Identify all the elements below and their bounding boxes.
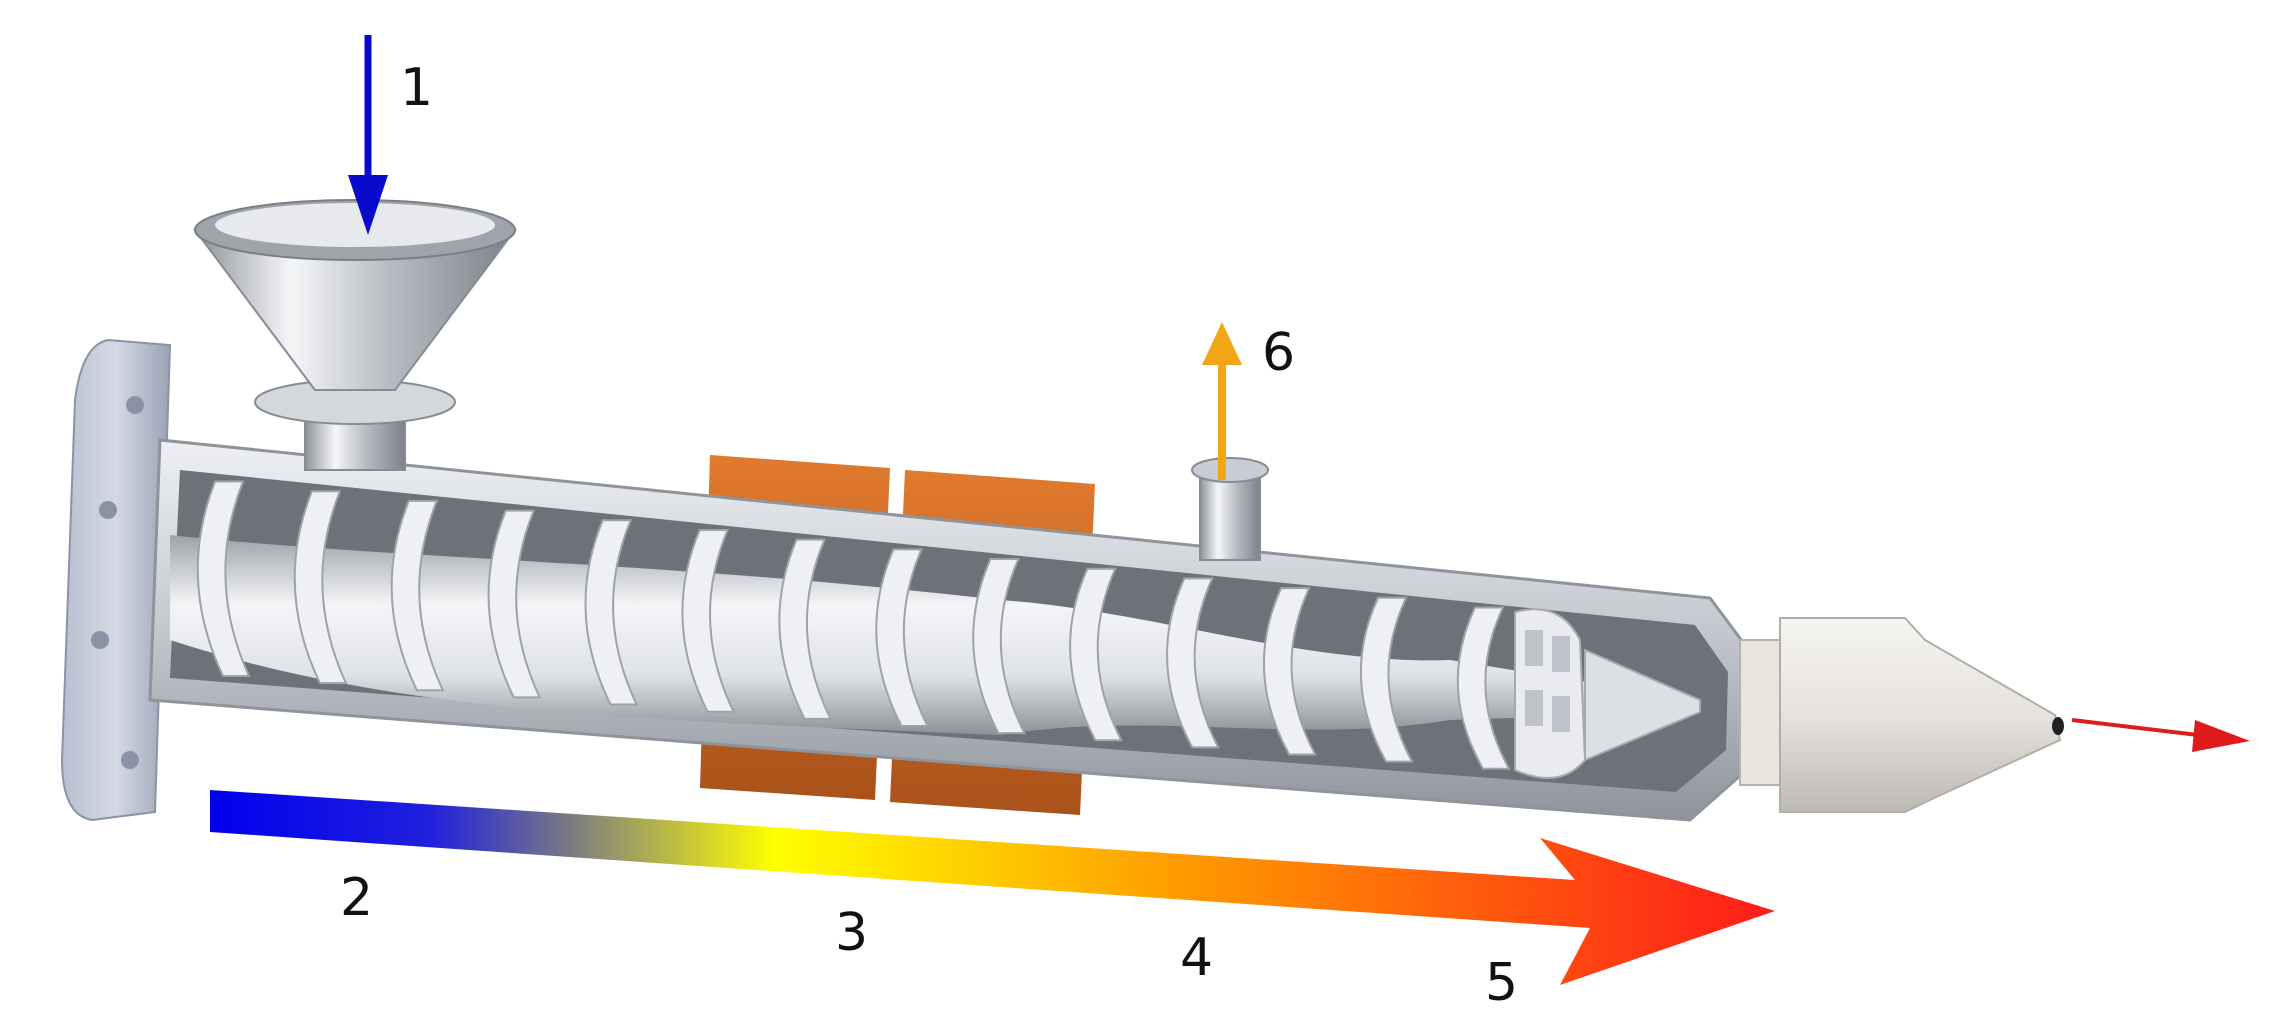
- screw-flight: [1263, 587, 1317, 756]
- nozzle-orifice: [2052, 717, 2064, 735]
- screw-flight: [972, 558, 1027, 735]
- output-arrow: [2071, 718, 2250, 752]
- label-zone-3: 3: [835, 903, 868, 963]
- screw-core: [170, 535, 1700, 735]
- nozzle: [1739, 617, 2064, 813]
- flange: [60, 338, 172, 822]
- screw-flights: [196, 480, 1511, 770]
- screw-flight: [293, 490, 348, 685]
- screw-flight: [196, 480, 251, 678]
- label-vent: 6: [1262, 323, 1295, 383]
- vent-arrow: [1202, 322, 1242, 480]
- label-zone-4: 4: [1180, 928, 1213, 988]
- label-zone-2: 2: [340, 868, 373, 928]
- screw-flight: [487, 509, 542, 699]
- screw-flight: [778, 538, 833, 720]
- screw-flight: [681, 528, 736, 713]
- bolt-hole: [91, 631, 109, 649]
- vent-port: [1191, 457, 1269, 561]
- label-zone-5: 5: [1485, 953, 1518, 1013]
- screw-flight: [390, 499, 445, 692]
- mixing-element: [1514, 608, 1701, 779]
- bolt-hole: [121, 751, 139, 769]
- screw-flight: [1359, 596, 1414, 763]
- bolt-hole: [99, 501, 117, 519]
- screw-flight: [1166, 577, 1220, 749]
- feed-arrow: [348, 35, 388, 235]
- hopper: [193, 199, 517, 471]
- screw-flight: [584, 519, 639, 706]
- temperature-gradient-arrow: [210, 790, 1775, 985]
- screw-flight: [875, 548, 930, 727]
- screw-flight: [1069, 567, 1123, 742]
- bolt-hole: [126, 396, 144, 414]
- label-feed: 1: [400, 58, 433, 118]
- screw-flight: [1456, 606, 1511, 770]
